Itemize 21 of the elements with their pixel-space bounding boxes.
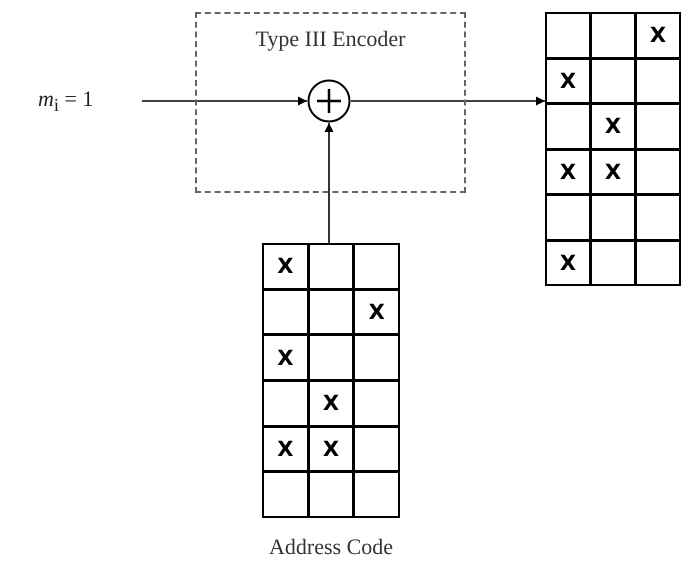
grid-caption: Address Code [268, 534, 394, 560]
input-label: m$_{i}$ = 1 [38, 86, 94, 116]
grid-cell: X [547, 60, 589, 102]
grid-cell: X [592, 105, 634, 148]
arrow [324, 123, 334, 243]
encoder-box [195, 12, 466, 193]
grid-cell: X [310, 382, 352, 425]
code-grid [545, 12, 681, 286]
grid-cell: X [592, 150, 634, 193]
grid-cell: X [310, 428, 352, 470]
grid-cell: X [547, 242, 589, 284]
grid-cell: X [264, 428, 307, 470]
grid-cell: X [637, 14, 679, 56]
arrow [351, 96, 545, 106]
grid-cell: X [264, 336, 307, 379]
encoder-title: Type III Encoder [254, 26, 406, 52]
grid-cell: X [264, 245, 307, 288]
grid-cell: X [547, 150, 589, 193]
code-grid [262, 243, 400, 518]
arrow [142, 96, 307, 106]
grid-cell: X [355, 290, 398, 334]
